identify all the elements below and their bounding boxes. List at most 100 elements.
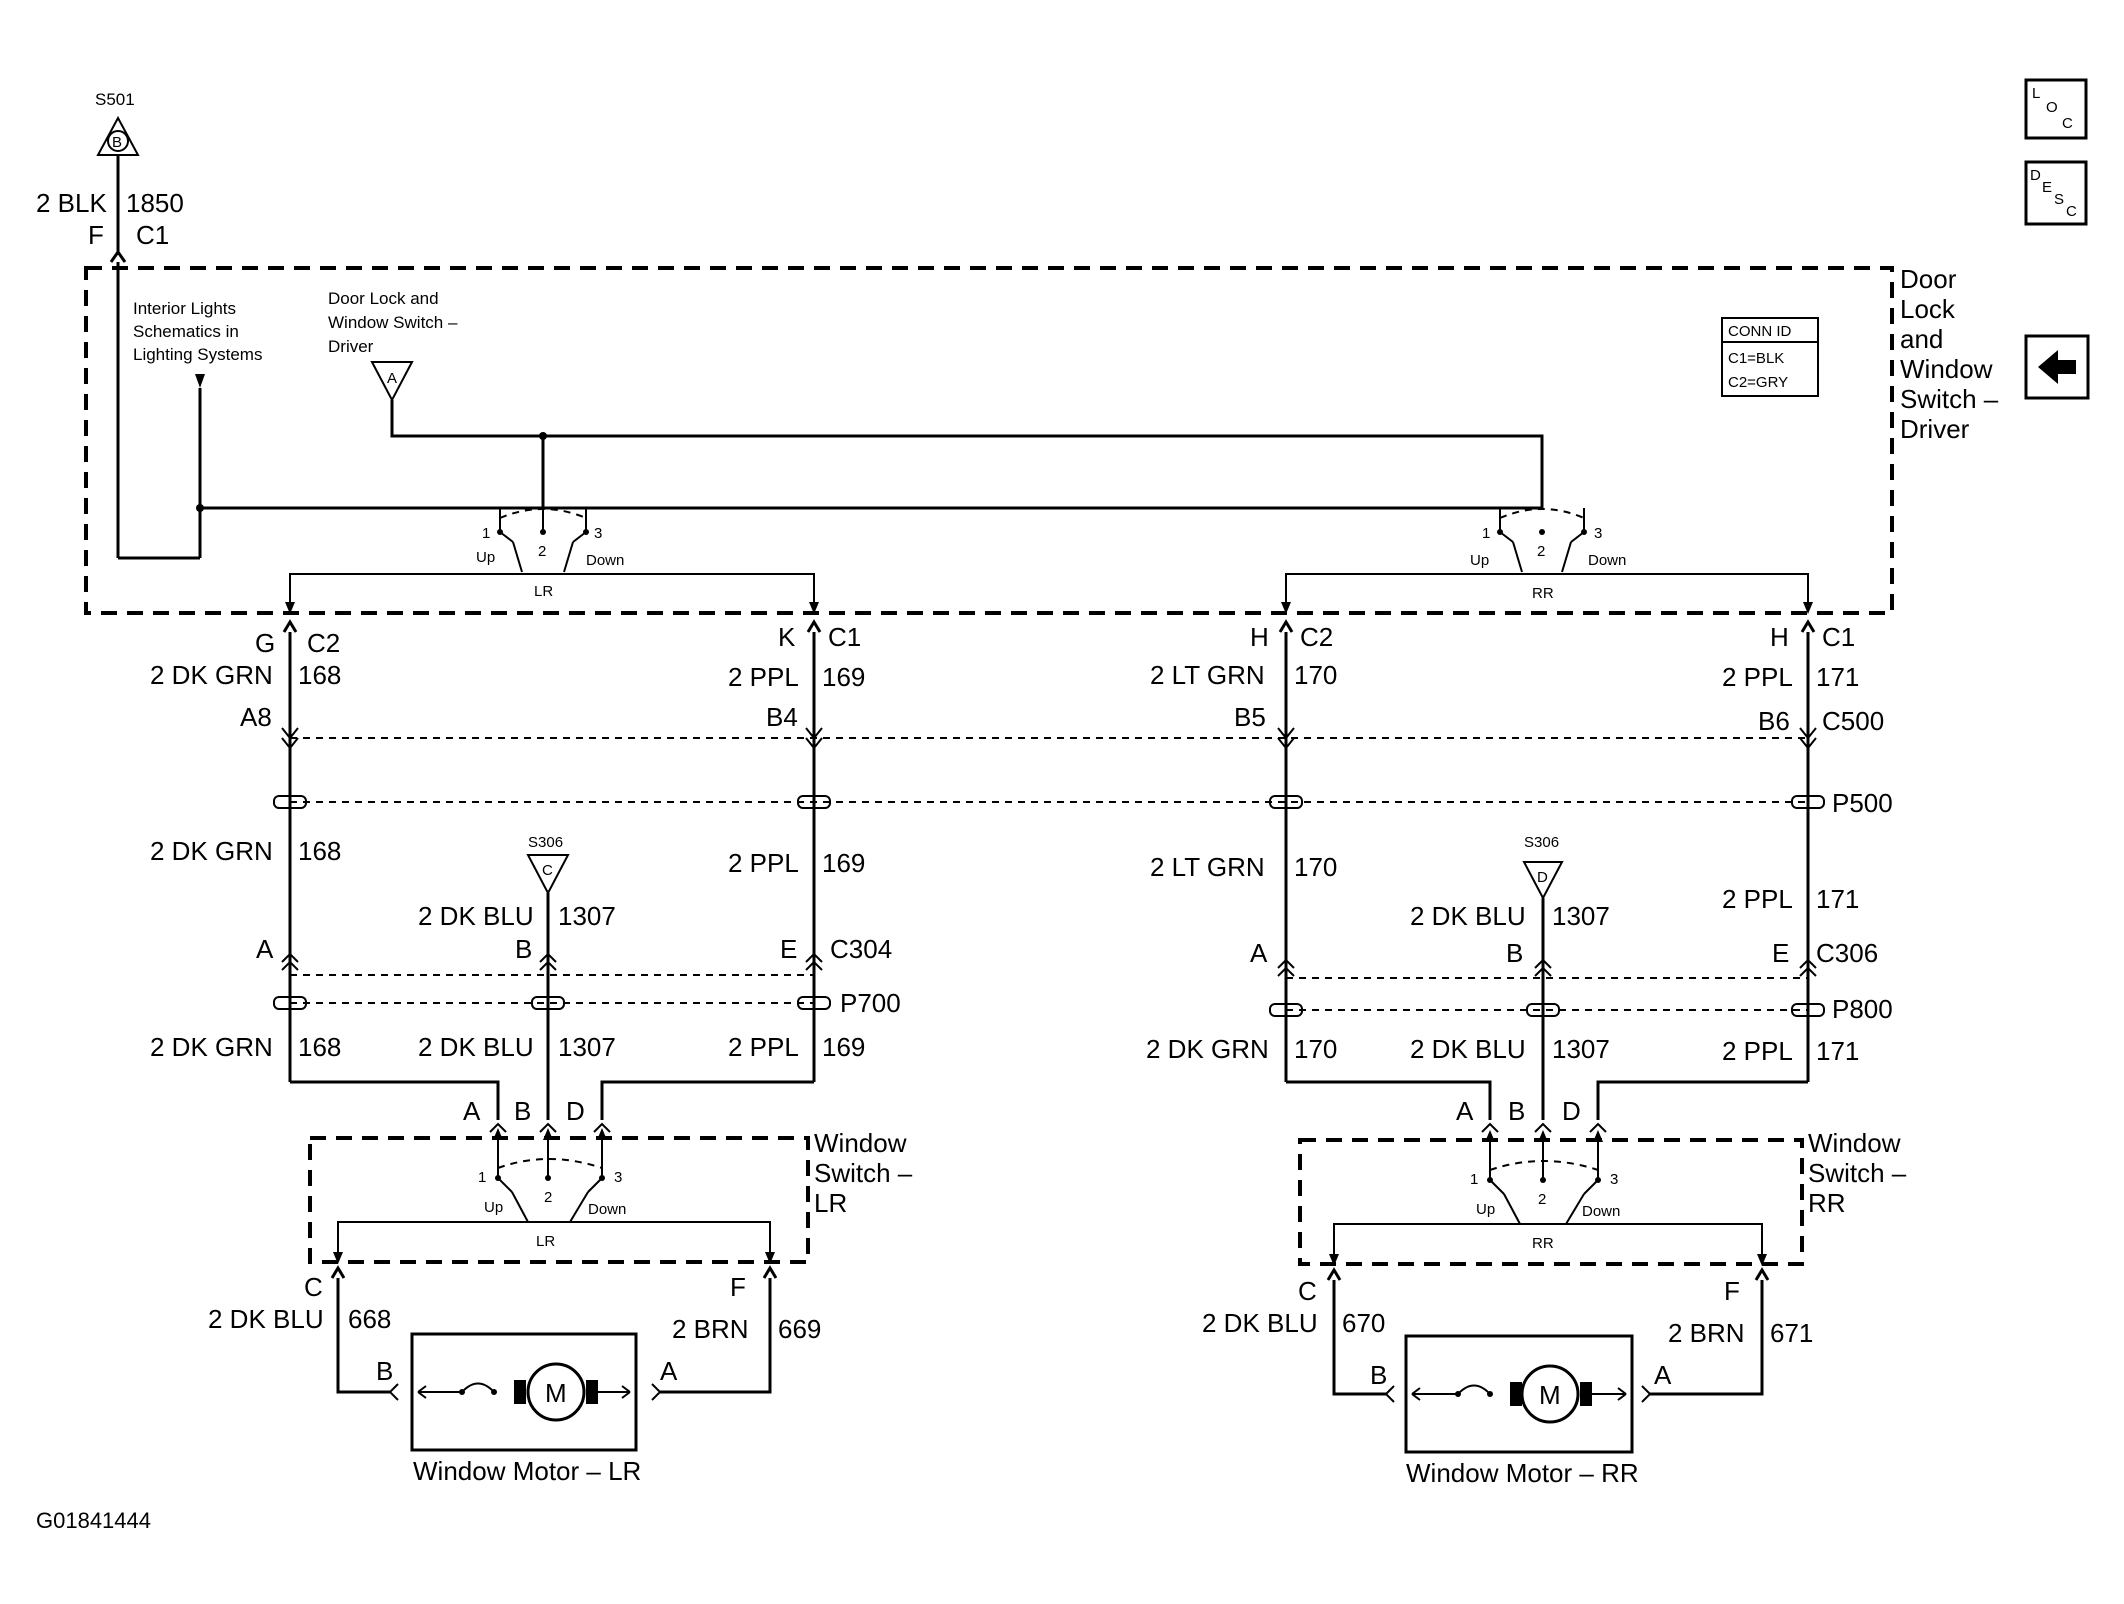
rr-motor-symbol: M: [1539, 1380, 1561, 1410]
svg-text:C1: C1: [828, 622, 861, 652]
c306-connector: A B E C306 P800: [1250, 938, 1893, 1024]
svg-text:F: F: [730, 1272, 746, 1302]
svg-text:LR: LR: [534, 583, 553, 600]
svg-text:Up: Up: [1470, 552, 1489, 569]
svg-text:D: D: [2030, 167, 2041, 184]
wire-driver-ref: [390, 400, 1544, 510]
svg-text:171: 171: [1816, 884, 1859, 914]
svg-text:2 DK GRN: 2 DK GRN: [150, 660, 273, 690]
svg-text:Door: Door: [1900, 264, 1957, 294]
svg-text:2 PPL: 2 PPL: [728, 1032, 799, 1062]
svg-text:B: B: [1370, 1360, 1387, 1390]
svg-text:A: A: [256, 934, 274, 964]
svg-text:2 PPL: 2 PPL: [728, 848, 799, 878]
loc-button[interactable]: L O C: [2024, 78, 2088, 140]
splice-s501-label: S501: [95, 90, 135, 109]
lr-low-labels: 2 DK GRN 168 2 DK BLU 1307 2 PPL 169: [150, 1032, 865, 1062]
svg-text:2 DK BLU: 2 DK BLU: [1410, 901, 1526, 931]
svg-text:Down: Down: [1582, 1203, 1620, 1220]
svg-text:D: D: [1537, 869, 1548, 886]
svg-text:LR: LR: [814, 1188, 847, 1218]
svg-text:C2: C2: [1300, 622, 1333, 652]
lr-motor-wiring: C F 2 DK BLU 668 2 BRN 669 B A: [208, 1265, 821, 1401]
svg-text:2 DK GRN: 2 DK GRN: [150, 1032, 273, 1062]
svg-text:670: 670: [1342, 1308, 1385, 1338]
svg-text:C2=GRY: C2=GRY: [1728, 374, 1788, 391]
rr-motor-label: Window Motor – RR: [1406, 1458, 1639, 1488]
svg-text:B5: B5: [1234, 702, 1266, 732]
lr-switch-outputs: [289, 573, 815, 610]
rr-window-switch-title: Window Switch – RR: [1808, 1128, 1907, 1218]
svg-text:C1: C1: [1822, 622, 1855, 652]
rr-low-labels: 2 DK GRN 170 2 DK BLU 1307 2 PPL 171: [1146, 1034, 1859, 1066]
svg-text:1: 1: [478, 1169, 486, 1186]
svg-text:S: S: [2054, 191, 2064, 208]
lr-driver-switch: 1 2 3 Up Down LR: [476, 508, 624, 600]
svg-text:RR: RR: [1532, 585, 1554, 602]
svg-text:2 BRN: 2 BRN: [1668, 1318, 1745, 1348]
svg-text:Interior Lights: Interior Lights: [133, 299, 236, 318]
c500-pins: [281, 727, 1817, 750]
svg-text:B: B: [1508, 1096, 1525, 1126]
svg-text:E: E: [2042, 179, 2052, 196]
svg-text:2 DK BLU: 2 DK BLU: [1410, 1034, 1526, 1064]
back-arrow-icon: [2038, 350, 2076, 384]
svg-text:S306: S306: [1524, 834, 1559, 851]
svg-text:Door Lock and: Door Lock and: [328, 289, 439, 308]
svg-text:170: 170: [1294, 660, 1337, 690]
svg-text:Lighting Systems: Lighting Systems: [133, 345, 262, 364]
rr-window-switch-wiring: A B D: [1286, 1080, 1808, 1133]
svg-text:Window: Window: [1808, 1128, 1901, 1158]
svg-text:668: 668: [348, 1304, 391, 1334]
lr-window-switch-title: Window Switch – LR: [814, 1128, 913, 1218]
column-rr-171: H C1 2 PPL 171 B6 2 PPL 171: [1722, 619, 1859, 1082]
driver-ref-letter: A: [387, 370, 397, 387]
lr-window-switch-wiring: A B D: [290, 1080, 814, 1133]
back-arrow-button[interactable]: [2024, 334, 2090, 400]
svg-text:P700: P700: [840, 988, 901, 1018]
svg-text:A: A: [660, 1356, 678, 1386]
driver-box-title: Door Lock and Window Switch – Driver: [1900, 264, 1999, 444]
svg-text:168: 168: [298, 836, 341, 866]
svg-text:A: A: [463, 1096, 481, 1126]
svg-text:171: 171: [1816, 662, 1859, 692]
column-rr-170: H C2 2 LT GRN 170 B5 2 LT GRN 170: [1150, 619, 1337, 1082]
svg-text:B: B: [515, 934, 532, 964]
driver-ref-triangle: [370, 361, 414, 403]
svg-text:C1=BLK: C1=BLK: [1728, 350, 1784, 367]
svg-text:C: C: [542, 862, 553, 879]
svg-text:L: L: [2032, 85, 2040, 102]
lr-window-switch-box: [308, 1136, 810, 1264]
svg-text:C: C: [2062, 115, 2073, 132]
splice-s306-c: S306 C 2 DK BLU 1307: [418, 834, 616, 1082]
driver-switch-box: [84, 266, 1894, 615]
svg-text:B: B: [1506, 938, 1523, 968]
desc-button[interactable]: D E S C: [2024, 160, 2088, 226]
svg-text:3: 3: [1594, 525, 1602, 542]
svg-text:Switch –: Switch –: [814, 1158, 913, 1188]
svg-text:K: K: [778, 622, 796, 652]
svg-text:A8: A8: [240, 702, 272, 732]
svg-text:A: A: [1250, 938, 1268, 968]
svg-text:G: G: [255, 628, 275, 658]
svg-text:Schematics in: Schematics in: [133, 322, 239, 341]
p500-label: P500: [1832, 788, 1893, 818]
svg-text:C304: C304: [830, 934, 892, 964]
svg-text:1307: 1307: [1552, 901, 1610, 931]
svg-text:2 DK BLU: 2 DK BLU: [418, 1032, 534, 1062]
lr-window-switch: 1 2 3 Up Down LR: [333, 1128, 775, 1264]
svg-text:169: 169: [822, 848, 865, 878]
svg-text:B: B: [514, 1096, 531, 1126]
svg-text:2 BRN: 2 BRN: [672, 1314, 749, 1344]
svg-text:D: D: [1562, 1096, 1581, 1126]
svg-text:2 DK GRN: 2 DK GRN: [1146, 1034, 1269, 1064]
svg-text:D: D: [566, 1096, 585, 1126]
c304-connector: A B E C304 P700: [256, 934, 901, 1018]
c500-label: C500: [1822, 706, 1884, 736]
svg-text:2: 2: [1537, 543, 1545, 560]
svg-text:B6: B6: [1758, 706, 1790, 736]
svg-text:Down: Down: [588, 1201, 626, 1218]
svg-text:1: 1: [1470, 1171, 1478, 1188]
